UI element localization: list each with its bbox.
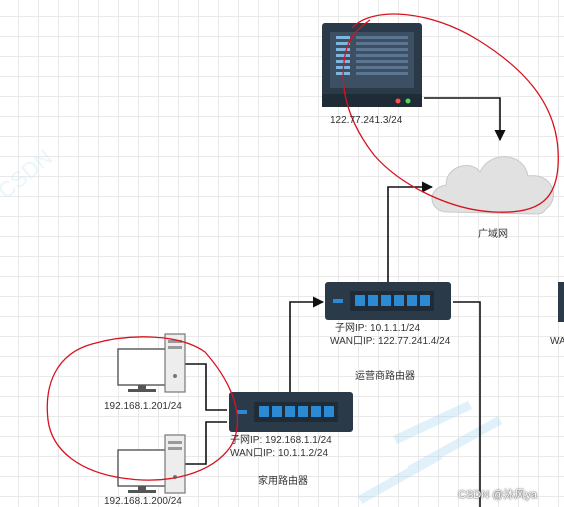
router-icon bbox=[229, 392, 353, 432]
link-isp-router-to-internet bbox=[387, 181, 434, 282]
isp-router-label: 运营商路由器 bbox=[355, 371, 415, 382]
pc1-ip-label: 192.168.1.201/24 bbox=[104, 401, 182, 412]
isp-router-wan-ip: WAN口IP: 122.77.241.4/24 bbox=[330, 336, 451, 347]
connector-lines bbox=[185, 97, 506, 507]
csdn-watermark: CSDN @沐风ya bbox=[458, 489, 538, 501]
home-router-wan-ip: WAN口IP: 10.1.1.2/24 bbox=[230, 448, 329, 459]
router-icon bbox=[325, 282, 451, 320]
red-annotation-marks bbox=[46, 13, 559, 481]
isp-router-subnet-ip: 子网IP: 10.1.1.1/24 bbox=[335, 323, 421, 334]
edge-wan-fragment: WA bbox=[550, 336, 564, 347]
link-pc1-to-home-router bbox=[185, 363, 227, 411]
cloud-icon bbox=[431, 156, 554, 215]
desktop-computer-icon bbox=[117, 333, 186, 393]
home-router-label: 家用路由器 bbox=[258, 476, 308, 487]
router-icon bbox=[558, 282, 564, 322]
internet-label: 广域网 bbox=[478, 229, 508, 240]
link-isp-router-to-right bbox=[453, 301, 481, 507]
link-server-to-internet bbox=[424, 97, 506, 142]
home-router-subnet-ip: 子网IP: 192.168.1.1/24 bbox=[230, 435, 332, 446]
desktop-computer-icon bbox=[117, 434, 186, 494]
pc2-ip-label: 192.168.1.200/24 bbox=[104, 496, 182, 507]
svg-text:CSDN: CSDN bbox=[0, 145, 57, 204]
link-home-router-to-isp-router bbox=[289, 296, 325, 392]
server-icon bbox=[322, 23, 422, 107]
server-ip-label: 122.77.241.3/24 bbox=[330, 115, 403, 126]
link-pc2-to-home-router bbox=[185, 421, 227, 465]
